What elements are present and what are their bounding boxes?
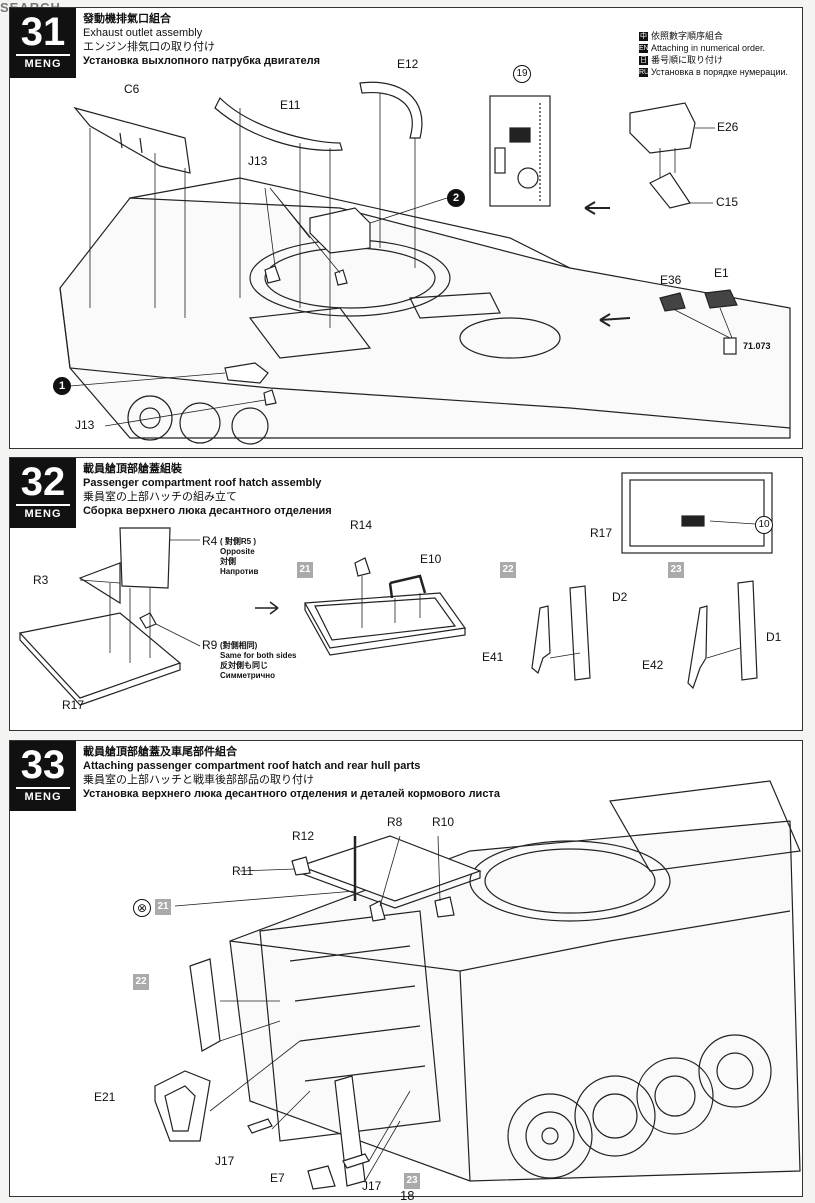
part-e10: E10: [420, 552, 442, 566]
note-ja: 番号順に取り付け: [650, 55, 723, 65]
part-e11: E11: [280, 98, 301, 112]
note-en: Attaching in numerical order.: [650, 43, 765, 53]
part-e42: E42: [642, 658, 664, 672]
r4-note-en: Opposite: [220, 547, 255, 556]
callout-1: 1: [53, 377, 71, 395]
part-e7: E7: [270, 1171, 285, 1185]
sub-step-23: 23: [668, 562, 684, 578]
r4-note-zh: ( 對側R5 ): [220, 537, 256, 546]
part-r10: R10: [432, 815, 455, 829]
part-r17-left: R17: [62, 698, 85, 712]
title-ru: Сборка верхнего люка десантного отделени…: [83, 505, 332, 517]
note-zh: 依照數字順序組合: [650, 31, 723, 41]
part-r17-right: R17: [590, 526, 613, 540]
step-number: 32: [20, 460, 66, 504]
step-32-badge: 32 MENG: [10, 458, 76, 528]
part-e12: E12: [397, 57, 419, 71]
part-r11: R11: [232, 864, 254, 878]
step-number: 31: [20, 10, 66, 54]
title-zh: 載員艙頂部艙蓋及車尾部件組合: [83, 746, 237, 758]
part-j17-left: J17: [215, 1154, 235, 1168]
part-c15: C15: [716, 195, 739, 209]
title-en: Passenger compartment roof hatch assembl…: [83, 477, 322, 489]
r4-note-ru: Напротив: [220, 567, 259, 576]
x-mark-icon: ⊗: [133, 899, 151, 917]
sub-step-22: 22: [133, 974, 149, 990]
title-ru: Установка выхлопного патрубка двигателя: [83, 55, 321, 67]
step-33-drawing: [154, 780, 801, 1190]
title-ru: Установка верхнего люка десантного отдел…: [83, 788, 500, 800]
callout-2: 2: [447, 189, 465, 207]
title-zh: 載員艙頂部艙蓋組裝: [83, 463, 182, 475]
part-e21: E21: [94, 1090, 116, 1104]
sub-step-21: 21: [297, 562, 313, 578]
brand-logo: MENG: [16, 54, 70, 70]
step-33-badge: 33 MENG: [10, 741, 76, 811]
part-j17-right: J17: [362, 1179, 382, 1193]
step-32-titles: 載員艙頂部艙蓋組裝 Passenger compartment roof hat…: [83, 462, 332, 518]
ref-19: 19: [513, 65, 531, 83]
step-31-titles: 發動機排氣口組合 Exhaust outlet assembly エンジン排気口…: [83, 12, 320, 68]
step-31-drawing: [59, 81, 791, 445]
r4-note: ( 對側R5 ) Opposite 対側 Напротив: [220, 537, 258, 577]
step-33-panel: 33 MENG 載員艙頂部艙蓋及車尾部件組合 Attaching passeng…: [9, 740, 803, 1197]
page-number: 18: [400, 1188, 415, 1203]
title-zh: 發動機排氣口組合: [83, 13, 171, 25]
r9-note-ru: Симметрично: [220, 671, 275, 680]
brand-logo: MENG: [16, 787, 70, 803]
step-32-drawing: [18, 472, 773, 706]
part-r3: R3: [33, 573, 49, 587]
step-31-panel: 31 MENG 發動機排氣口組合 Exhaust outlet assembly…: [9, 7, 803, 449]
step-33-titles: 載員艙頂部艙蓋及車尾部件組合 Attaching passenger compa…: [83, 745, 500, 801]
sub-step-21: 21: [155, 899, 171, 915]
title-en: Attaching passenger compartment roof hat…: [83, 760, 421, 772]
title-ja: 乗員室の上部ハッチの組み立て: [83, 491, 237, 503]
step-32-panel: 32 MENG 載員艙頂部艙蓋組裝 Passenger compartment …: [9, 457, 803, 731]
part-e41: E41: [482, 650, 504, 664]
part-j13-bottom: J13: [75, 418, 95, 432]
part-j13-top: J13: [248, 154, 268, 168]
part-r12: R12: [292, 829, 315, 843]
note-ru: Установка в порядке нумерации.: [650, 67, 788, 77]
r9-note-en: Same for both sides: [220, 651, 297, 660]
paint-code: 71.073: [743, 341, 771, 351]
step-31-badge: 31 MENG: [10, 8, 76, 78]
part-e1: E1: [714, 266, 729, 280]
title-ja: エンジン排気口の取り付け: [83, 41, 215, 53]
title-ja: 乗員室の上部ハッチと戦車後部部品の取り付け: [83, 774, 314, 786]
part-r14: R14: [350, 518, 373, 532]
r4-note-ja: 対側: [220, 557, 236, 566]
part-e26: E26: [717, 120, 739, 134]
part-r8: R8: [387, 815, 403, 829]
r9-note-ja: 反対側も同じ: [220, 661, 268, 670]
part-e36: E36: [660, 273, 682, 287]
sub-step-23: 23: [404, 1173, 420, 1189]
part-r4: R4: [202, 534, 218, 548]
brand-logo: MENG: [16, 504, 70, 520]
sub-step-22: 22: [500, 562, 516, 578]
part-d1: D1: [766, 630, 782, 644]
r9-note: (對側相同) Same for both sides 反対側も同じ Симмет…: [220, 641, 296, 681]
part-c6: C6: [124, 82, 140, 96]
ref-10: 10: [755, 516, 773, 534]
part-d2: D2: [612, 590, 628, 604]
part-r9: R9: [202, 638, 218, 652]
step-number: 33: [20, 743, 66, 787]
r9-note-zh: (對側相同): [220, 641, 258, 650]
title-en: Exhaust outlet assembly: [83, 27, 203, 39]
